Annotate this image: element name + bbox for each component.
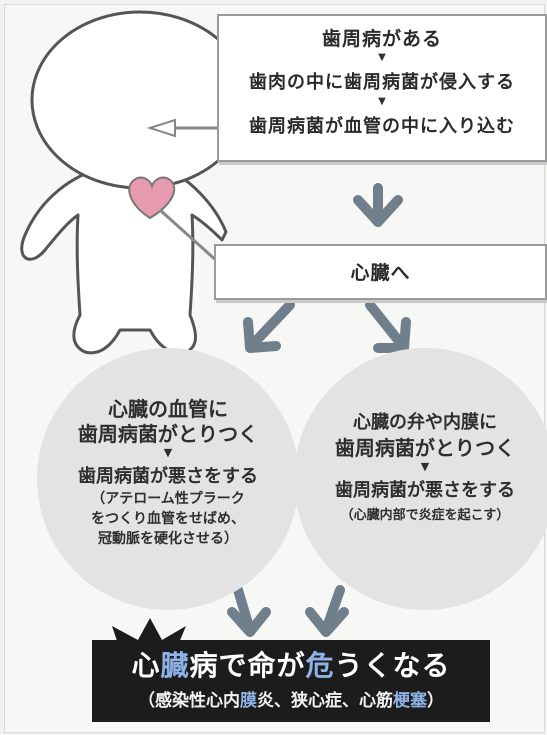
sub-part-b: 炎、狭心症、心筋 [257, 691, 393, 711]
sub-part-c: ） [427, 691, 444, 711]
sub-highlight-2: 梗塞 [393, 691, 427, 711]
step-arrow-1: ▼ [378, 52, 386, 63]
left-line5: をつくり血管をせばめ、 [91, 511, 245, 527]
title-highlight-2: 危 [305, 649, 335, 682]
step-periodontal-disease: 歯周病がある [321, 28, 442, 50]
arrow-bottom-right [305, 585, 349, 637]
left-line6: 冠動脈を硬化させる） [98, 531, 238, 547]
step-bacteria-invade-gums: 歯肉の中に歯周病菌が侵入する [249, 72, 515, 93]
title-part-c: うくなる [334, 649, 451, 682]
title-highlight-1: 臓 [160, 649, 190, 682]
heart-pointer [158, 208, 220, 264]
conclusion-banner: 心臓病で命が危うくなる （感染性心内膜炎、狭心症、心筋梗塞） [92, 640, 490, 722]
right-line1: 心臓の弁や内膜に [353, 412, 497, 433]
right-line2: 歯周病菌がとりつく [334, 436, 516, 460]
to-heart-label: 心臓へ [350, 262, 411, 284]
title-part-a: 心 [131, 649, 161, 682]
blood-vessel-circle: 心臓の血管に 歯周病菌がとりつく ▼ 歯周病菌が悪さをする （アテローム性プラー… [37, 348, 299, 610]
to-heart-box: 心臓へ [214, 244, 547, 300]
infection-path-box: 歯周病がある ▼ 歯肉の中に歯周病菌が侵入する ▼ 歯周病菌が血管の中に入り込む [217, 14, 547, 162]
conclusion-title: 心臓病で命が危うくなる [92, 644, 490, 684]
left-line1: 心臓の血管に [108, 397, 228, 421]
heart-valve-circle: 心臓の弁や内膜に 歯周病菌がとりつく ▼ 歯周病菌が悪さをする （心臓内部で炎症… [294, 348, 547, 610]
step-bacteria-enter-blood: 歯周病菌が血管の中に入り込む [249, 116, 515, 137]
arrow-right-diag [365, 300, 411, 353]
right-line4: （心臓内部で炎症を起こす） [340, 508, 510, 523]
title-part-b: 病で命が [189, 649, 306, 682]
right-line3: 歯周病菌が悪さをする [335, 480, 515, 501]
heart-icon [128, 176, 176, 220]
left-line2: 歯周病菌がとりつく [77, 422, 259, 446]
sub-part-a: （感染性心内 [138, 691, 240, 711]
left-line3: 歯周病菌が悪さをする [78, 466, 258, 487]
sub-highlight-1: 膜 [240, 691, 257, 711]
arrow-bottom-left [227, 585, 271, 637]
child-figure [20, 10, 250, 355]
left-line4: （アテローム性プラーク [91, 491, 245, 507]
conclusion-diseases: （感染性心内膜炎、狭心症、心筋梗塞） [92, 686, 490, 711]
right-arrow: ▼ [420, 460, 430, 473]
left-arrow: ▼ [163, 446, 173, 459]
step-arrow-2: ▼ [378, 96, 386, 107]
arrow-left-diag [243, 300, 295, 353]
arrow-down-1 [353, 183, 403, 227]
